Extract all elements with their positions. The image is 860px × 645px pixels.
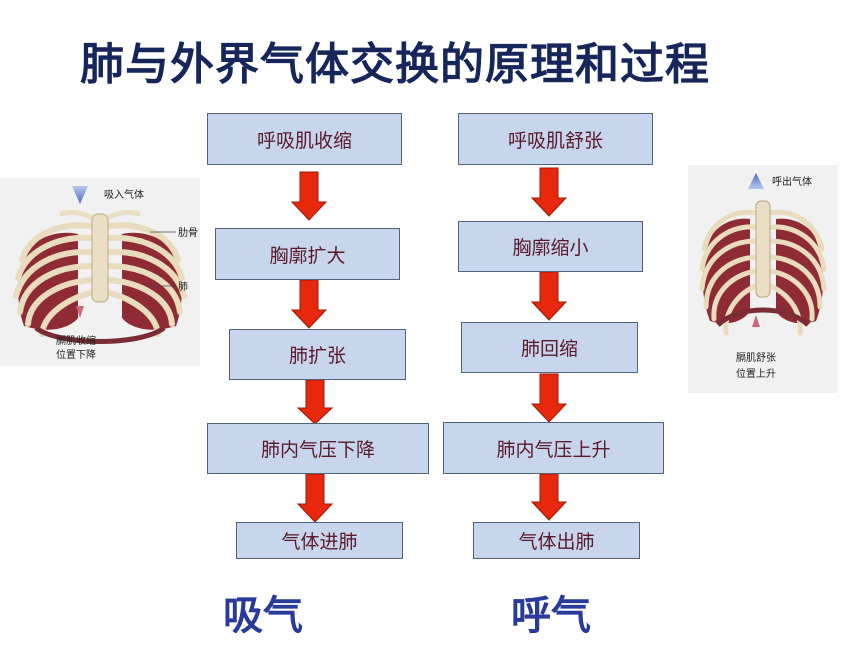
page-title: 肺与外界气体交换的原理和过程 [80, 39, 710, 90]
diaphragm-label-line1: 膈肌舒张 [736, 353, 776, 364]
arrow-down-icon [530, 373, 568, 423]
diaphragm-label-line1: 膈肌收缩 [56, 336, 96, 347]
arrow-down-icon [530, 473, 568, 521]
arrow-down-icon [296, 473, 334, 523]
air-out-label: 呼出气体 [772, 177, 812, 188]
inhale-step-1: 呼吸肌收缩 [207, 113, 402, 165]
inhale-step-2: 胸廓扩大 [215, 228, 400, 280]
arrow-down-icon [530, 167, 568, 217]
exhale-step-2: 胸廓缩小 [458, 221, 643, 272]
arrow-down-icon [290, 279, 328, 329]
inhale-ribcage-figure: 吸入气体 肋骨 肺 膈肌收缩 位置下降 [0, 178, 200, 366]
arrow-down-icon [296, 379, 334, 425]
exhale-step-1: 呼吸肌舒张 [458, 113, 653, 165]
arrow-down-icon [530, 271, 568, 321]
exhale-label: 呼气 [511, 593, 591, 639]
ribcage-illustration [13, 186, 187, 344]
arrow-down-icon [290, 171, 328, 221]
inhale-step-5: 气体进肺 [236, 522, 403, 559]
exhale-step-5: 气体出肺 [473, 522, 640, 559]
air-in-label: 吸入气体 [104, 190, 144, 201]
air-in-arrow-icon [72, 186, 88, 204]
inhale-step-3: 肺扩张 [229, 329, 406, 380]
exhale-step-4: 肺内气压上升 [443, 422, 664, 474]
diaphragm-label-line2: 位置下降 [56, 350, 96, 361]
inhale-label: 吸气 [223, 593, 303, 639]
lung-label: 肺 [178, 282, 188, 293]
ribcage-illustration [699, 173, 827, 336]
inhale-step-4: 肺内气压下降 [207, 423, 429, 474]
exhale-step-3: 肺回缩 [461, 322, 638, 373]
diaphragm-label-line2: 位置上升 [736, 369, 776, 380]
rib-label: 肋骨 [178, 228, 198, 239]
air-out-arrow-icon [748, 173, 764, 189]
exhale-ribcage-figure: 呼出气体 膈肌舒张 位置上升 [688, 165, 838, 393]
